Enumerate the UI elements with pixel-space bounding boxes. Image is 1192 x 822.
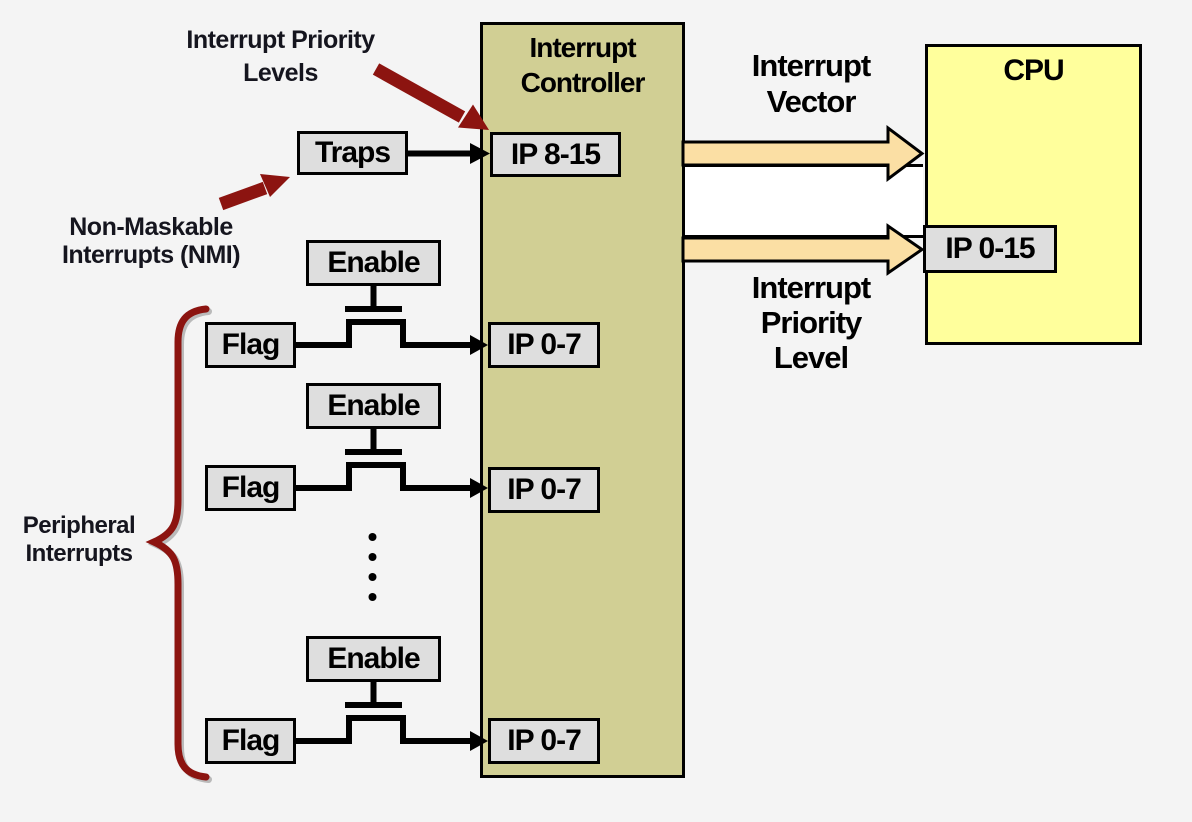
priority-levels-pointer-arrow: [372, 63, 489, 130]
nmi-pointer-arrow: [218, 174, 290, 211]
row3-gate-and-wire: [295, 680, 488, 751]
flag-box-row2: Flag: [205, 465, 296, 511]
interrupt-priority-levels-annotation: Interrupt Priority Levels: [186, 26, 375, 87]
enable-box-row1: Enable: [306, 240, 441, 286]
flag-box-row3: Flag: [205, 718, 296, 764]
interrupt-controller-title: Interrupt Controller: [520, 32, 646, 98]
interrupt-vector-arrow: [681, 125, 925, 182]
ip-0-7-box-row2: IP 0-7: [488, 467, 600, 513]
row2-gate-and-wire: [295, 427, 488, 498]
enable-box-row2: Enable: [306, 383, 441, 429]
nmi-annotation: Non-Maskable Interrupts (NMI): [61, 213, 241, 269]
cpu-ip-0-15-box: IP 0-15: [923, 225, 1057, 273]
peripheral-interrupts-annotation: Peripheral Interrupts: [22, 512, 136, 567]
cpu-title: CPU: [1003, 54, 1064, 87]
interrupt-vector-label: Interrupt Vector: [751, 48, 871, 119]
ip-0-7-box-row1: IP 0-7: [488, 322, 600, 368]
ellipsis-dots: [368, 533, 377, 601]
ip-0-7-box-row3: IP 0-7: [488, 718, 600, 764]
traps-connector-arrow: [408, 143, 490, 164]
row1-gate-and-wire: [295, 284, 488, 355]
interrupt-priority-level-label: Interrupt Priority Level: [751, 270, 871, 375]
interrupt-priority-level-arrow: [681, 223, 925, 276]
enable-box-row3: Enable: [306, 636, 441, 682]
peripheral-interrupts-brace: [145, 305, 212, 783]
flag-box-row1: Flag: [205, 322, 296, 368]
cpu-box: [925, 44, 1142, 345]
ip-8-15-box: IP 8-15: [490, 132, 621, 177]
traps-box: Traps: [297, 131, 408, 175]
bus-band: [685, 164, 923, 238]
